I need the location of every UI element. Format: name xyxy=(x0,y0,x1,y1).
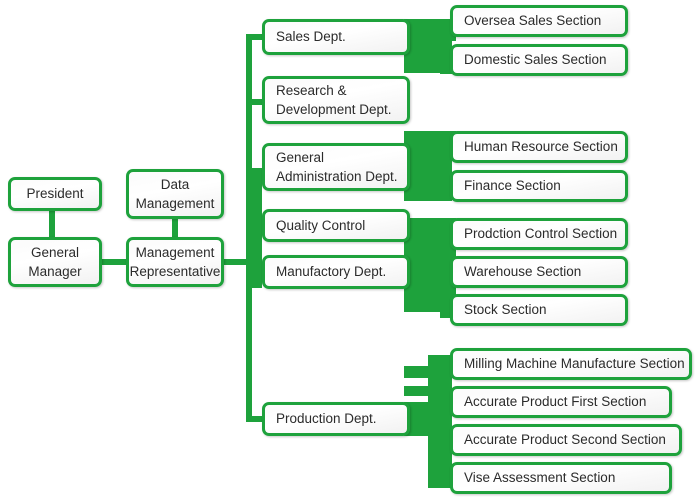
node-management-representative[interactable]: Management Representative xyxy=(126,237,224,287)
node-general-administration-dept-label-line2: Administration Dept. xyxy=(276,169,398,184)
connector-representative-to-trunk xyxy=(221,259,252,265)
node-general-administration-dept[interactable]: General Administration Dept. xyxy=(262,143,410,191)
node-milling-machine-manufacture-section[interactable]: Milling Machine Manufacture Section xyxy=(450,348,692,380)
node-general-manager[interactable]: General Manager xyxy=(8,237,102,287)
node-data-management-label-line1: Data xyxy=(160,177,190,192)
node-quality-control-label: Quality Control xyxy=(276,217,366,233)
node-general-administration-dept-label-line1: General xyxy=(276,150,325,165)
node-management-representative-label-line2: Representative xyxy=(129,264,221,279)
node-production-control-section-label: Prodction Control Section xyxy=(464,226,618,241)
node-warehouse-section-label: Warehouse Section xyxy=(464,264,582,279)
node-data-management[interactable]: Data Management xyxy=(126,169,224,219)
node-stock-section-label: Stock Section xyxy=(464,302,547,317)
node-president[interactable]: President xyxy=(8,177,102,211)
node-sales-dept[interactable]: Sales Dept. xyxy=(262,19,410,55)
node-accurate-product-second-section[interactable]: Accurate Product Second Section xyxy=(450,424,682,456)
node-quality-control[interactable]: Quality Control xyxy=(262,209,410,242)
connector-data-management-to-representative xyxy=(172,218,178,246)
connector-president-to-general-manager xyxy=(49,205,55,243)
node-production-dept[interactable]: Production Dept. xyxy=(262,402,410,436)
node-accurate-product-second-section-label: Accurate Product Second Section xyxy=(464,432,666,447)
node-human-resource-section[interactable]: Human Resource Section xyxy=(450,131,628,163)
connector-trunk-thick-mid xyxy=(246,168,262,288)
connector-general-manager-to-representative xyxy=(100,259,130,265)
node-human-resource-section-label: Human Resource Section xyxy=(464,139,618,154)
node-general-manager-label-line2: Manager xyxy=(28,264,82,279)
node-oversea-sales-section-label: Oversea Sales Section xyxy=(464,13,602,28)
node-finance-section-label: Finance Section xyxy=(464,178,561,193)
node-accurate-product-first-section-label: Accurate Product First Section xyxy=(464,394,647,409)
node-finance-section[interactable]: Finance Section xyxy=(450,170,628,202)
node-research-development-dept-label-line1: Research & xyxy=(276,83,347,98)
node-research-development-dept-label-line2: Development Dept. xyxy=(276,102,392,117)
node-manufactory-dept[interactable]: Manufactory Dept. xyxy=(262,255,410,289)
node-milling-machine-manufacture-section-label: Milling Machine Manufacture Section xyxy=(464,356,685,371)
node-vise-assessment-section[interactable]: Vise Assessment Section xyxy=(450,462,672,494)
node-accurate-product-first-section[interactable]: Accurate Product First Section xyxy=(450,386,672,418)
connector-trunk-to-production-dept xyxy=(246,416,266,422)
connector-trunk-to-research-dept xyxy=(246,99,266,105)
node-data-management-label-line2: Management xyxy=(135,196,215,211)
node-general-manager-label-line1: General xyxy=(30,245,80,260)
node-production-dept-label: Production Dept. xyxy=(276,411,377,426)
node-domestic-sales-section-label: Domestic Sales Section xyxy=(464,52,607,67)
node-stock-section[interactable]: Stock Section xyxy=(450,294,628,326)
node-oversea-sales-section[interactable]: Oversea Sales Section xyxy=(450,5,628,37)
node-research-development-dept[interactable]: Research & Development Dept. xyxy=(262,76,410,124)
node-warehouse-section[interactable]: Warehouse Section xyxy=(450,256,628,288)
node-sales-dept-label: Sales Dept. xyxy=(276,29,346,44)
node-manufactory-dept-label: Manufactory Dept. xyxy=(276,264,387,279)
node-production-control-section[interactable]: Prodction Control Section xyxy=(450,218,628,250)
connector-production-step-upper xyxy=(404,366,434,378)
connector-trunk-to-sales-dept xyxy=(246,34,266,40)
connector-production-step-mid xyxy=(404,386,434,396)
node-management-representative-label-line1: Management xyxy=(135,245,215,260)
node-president-label: President xyxy=(26,186,84,201)
node-domestic-sales-section[interactable]: Domestic Sales Section xyxy=(450,44,628,76)
node-vise-assessment-section-label: Vise Assessment Section xyxy=(464,470,616,485)
